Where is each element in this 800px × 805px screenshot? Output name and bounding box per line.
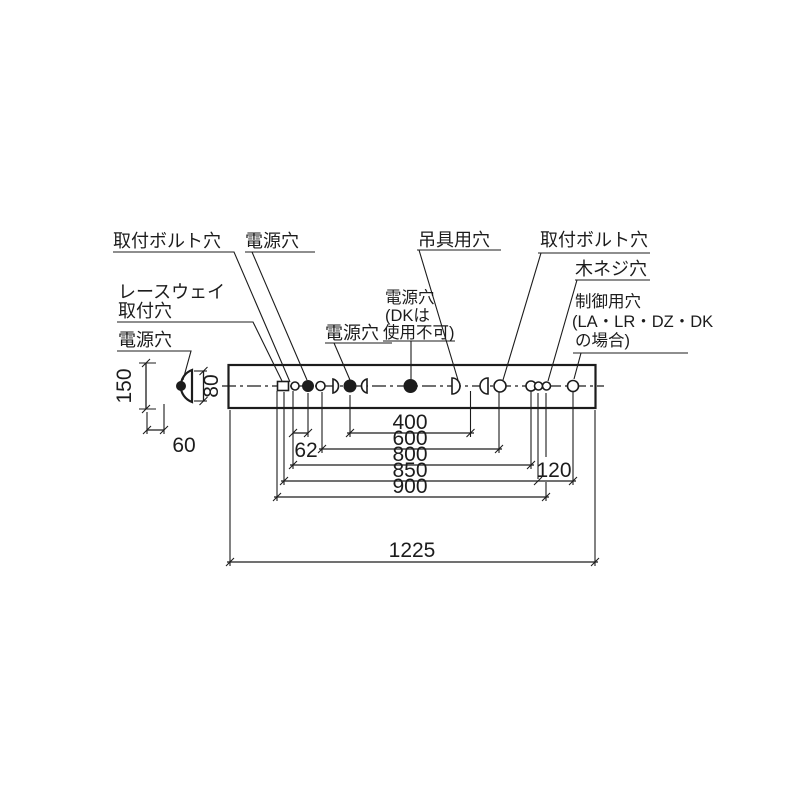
- label-power-top: 電源穴: [245, 231, 299, 251]
- label-power-dk-line1: 電源穴: [385, 288, 435, 307]
- label-control-line3: の場合): [575, 331, 630, 350]
- label-power-dk-line3: 使用不可): [383, 323, 455, 342]
- dimension-lines: [225, 428, 600, 567]
- hole-small-left: [290, 381, 300, 391]
- dim-400-value: 400: [392, 411, 427, 434]
- label-power-mid: 電源穴: [325, 323, 379, 343]
- label-raceway-line1: レースウェイ: [118, 282, 225, 302]
- hole-symbols: [276, 377, 580, 395]
- dim-850-value: 850: [392, 459, 427, 482]
- raceway-mount-slot: [276, 380, 290, 392]
- dimension-ticks: [225, 428, 600, 567]
- hanging-slot-left-end: [332, 377, 340, 395]
- dim-600-value: 600: [392, 427, 427, 450]
- end-view: [139, 358, 208, 435]
- dim-900-value: 900: [392, 475, 427, 498]
- label-power-dk-line2: (DKは: [385, 307, 430, 325]
- tick: [141, 358, 151, 368]
- power-hole-endview: [176, 381, 186, 391]
- hole-right-2: [533, 381, 544, 391]
- hanging-slot2-right-end: [479, 377, 489, 395]
- leader-mounting-bolt-left: [113, 251, 291, 383]
- extension-lines: [229, 391, 596, 566]
- dim-1225-value: 1225: [389, 539, 436, 562]
- hanging-slot-right-end: [360, 377, 368, 395]
- mount-bolt-hole-left: [315, 380, 326, 392]
- tick: [159, 425, 169, 435]
- power-hole-center-dk: [403, 379, 418, 393]
- leader-power-dk: [383, 340, 455, 379]
- leader-power-left: [117, 350, 192, 381]
- leader-power-top: [245, 251, 315, 381]
- tick: [199, 396, 208, 406]
- tick: [141, 404, 151, 414]
- leader-lines: [113, 249, 688, 383]
- label-power-left: 電源穴: [118, 330, 172, 350]
- label-mounting-bolt-right: 取付ボルト穴: [540, 230, 648, 250]
- tick: [199, 366, 208, 376]
- leader-wood-screw: [547, 279, 650, 382]
- leader-power-mid: [325, 342, 392, 381]
- dimension-values: 400 600 800 850 900 1225 62 120 60 150 8…: [113, 368, 572, 562]
- label-control-line1: 制御用穴: [575, 292, 641, 311]
- hanging-slot2-left-end: [451, 377, 461, 395]
- dim-150-value: 150: [113, 368, 136, 403]
- dim-800-value: 800: [392, 443, 427, 466]
- label-mounting-bolt-left: 取付ボルト穴: [113, 231, 221, 251]
- label-control-line2: (LA・LR・DZ・DK: [572, 313, 713, 331]
- dim-120-value: 120: [536, 459, 571, 482]
- dim-60-value: 60: [172, 434, 195, 457]
- power-hole-mid-left: [343, 379, 357, 393]
- leader-mounting-bolt-right: [502, 252, 650, 381]
- tick: [142, 425, 152, 435]
- label-raceway-line2: 取付穴: [118, 301, 172, 321]
- leader-raceway: [117, 321, 283, 382]
- power-hole-left: [302, 380, 314, 392]
- dim-80-value: 80: [200, 374, 223, 397]
- labels: 取付ボルト穴 電源穴 吊具用穴 取付ボルト穴 木ネジ穴 レースウェイ 取付穴 電…: [113, 230, 713, 350]
- leader-control: [573, 352, 688, 380]
- label-wood-screw: 木ネジ穴: [575, 259, 647, 279]
- leader-hanging: [417, 249, 501, 381]
- fixture-body-outline: [227, 363, 597, 410]
- wood-screw-hole: [541, 381, 552, 391]
- dim-62-value: 62: [294, 439, 317, 462]
- control-hole: [566, 379, 580, 393]
- label-hanging: 吊具用穴: [418, 230, 490, 250]
- mount-bolt-hole-right: [493, 379, 507, 393]
